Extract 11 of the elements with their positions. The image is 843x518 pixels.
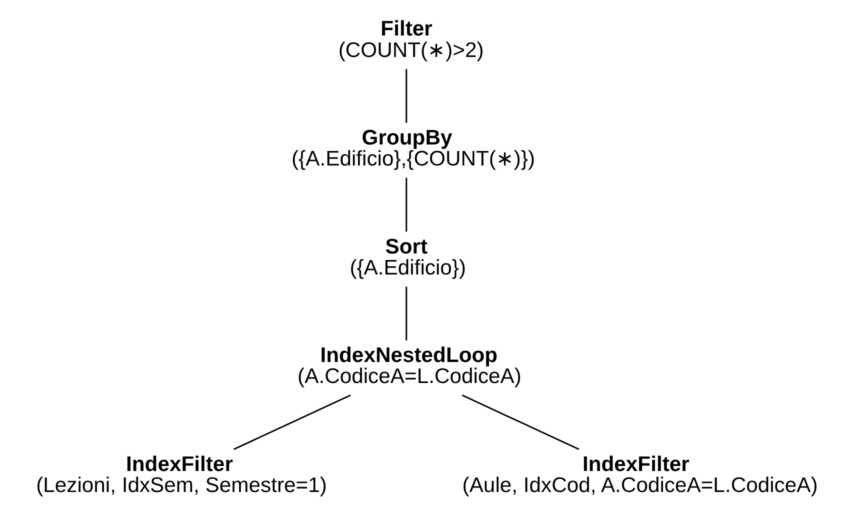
node-text: IndexNestedLoop (A.CodiceA=L.CodiceA) <box>298 344 522 388</box>
node-text: IndexFilter (Lezioni, IdxSem, Semestre=1) <box>36 452 327 498</box>
node-text: GroupBy ({A.Edificio},{COUNT(∗)}) <box>292 126 536 171</box>
connector <box>406 286 408 340</box>
node-text: Filter (COUNT(∗)>2) <box>338 18 484 62</box>
node-text: Sort ({A.Edificio}) <box>350 235 466 280</box>
connector <box>406 178 408 232</box>
connector <box>462 394 580 450</box>
connector <box>234 394 351 450</box>
node-text: IndexFilter (Aule, IdxCod, A.CodiceA=L.CodiceA) <box>462 452 818 498</box>
connector <box>406 69 408 123</box>
